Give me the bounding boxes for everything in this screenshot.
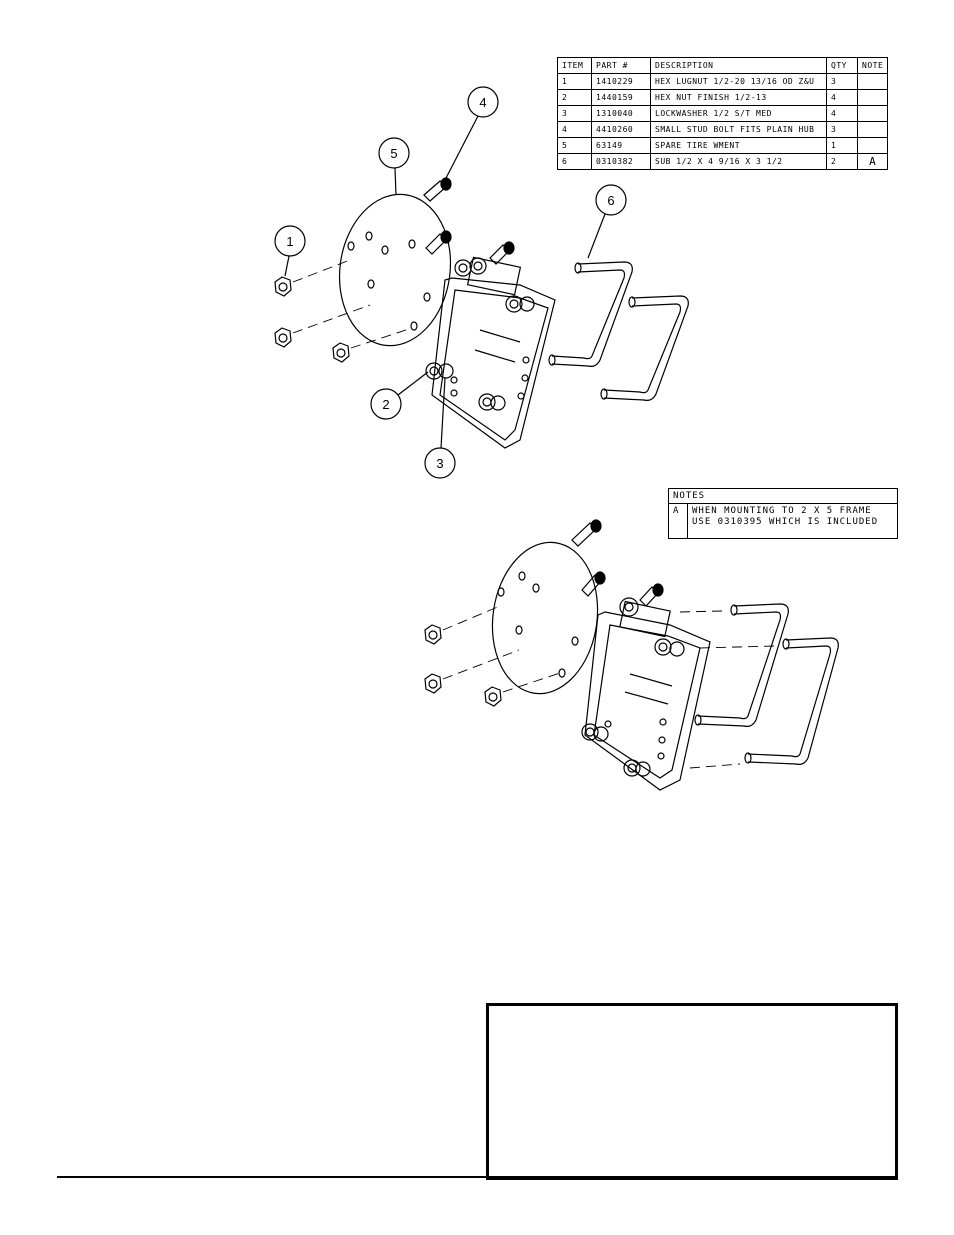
cell-part: 63149 [591, 137, 651, 154]
cell-note [856, 73, 889, 90]
top-assembly: 1 2 3 4 5 6 [274, 86, 689, 479]
header-note: NOTE [856, 57, 889, 74]
cell-description: HEX LUGNUT 1/2-20 13/16 OD Z&U [650, 73, 827, 90]
callout-4: 4 [444, 86, 499, 181]
plate-hole [367, 279, 375, 289]
header-part: PART # [591, 57, 651, 74]
callout-6: 6 [587, 184, 627, 259]
lugnut [274, 276, 292, 297]
cell-part: 0310382 [591, 153, 651, 170]
svg-text:6: 6 [607, 193, 614, 208]
cell-qty: 4 [826, 105, 858, 122]
table-row: 3 1310040 LOCKWASHER 1/2 S/T MED 4 [557, 105, 889, 122]
mounting-bracket [425, 256, 556, 449]
header-item: ITEM [557, 57, 592, 74]
cell-item: 1 [557, 73, 592, 90]
cell-part: 1440159 [591, 89, 651, 106]
notes-header: NOTES [668, 488, 898, 504]
cell-description: SPARE TIRE WMENT [650, 137, 827, 154]
cell-note [856, 121, 889, 138]
spare-tire-plate [491, 541, 599, 695]
note-key: A [668, 503, 688, 539]
u-bolt [744, 637, 839, 765]
lugnut [274, 327, 292, 348]
cell-qty: 1 [826, 137, 858, 154]
plate-hole [365, 231, 373, 241]
title-block [486, 1003, 898, 1180]
callout-1: 1 [274, 225, 306, 277]
cell-item: 2 [557, 89, 592, 106]
u-bolt [548, 261, 633, 367]
u-bolt [694, 603, 789, 727]
stud-bolt [425, 230, 452, 255]
header-qty: QTY [826, 57, 858, 74]
table-row: 6 0310382 SUB 1/2 X 4 9/16 X 3 1/2 2 A [557, 153, 889, 170]
cell-note [856, 105, 889, 122]
plate-hole [347, 241, 355, 251]
table-row: 5 63149 SPARE TIRE WMENT 1 [557, 137, 889, 154]
plate-hole [558, 668, 566, 678]
plate-hole [515, 625, 523, 635]
mounting-bracket [581, 597, 711, 791]
cell-qty: 2 [826, 153, 858, 170]
cell-note [856, 89, 889, 106]
stud-bolt [423, 177, 452, 202]
table-row: 4 4410260 SMALL STUD BOLT FITS PLAIN HUB… [557, 121, 889, 138]
header-description: DESCRIPTION [650, 57, 827, 74]
plate-hole [571, 636, 579, 646]
svg-text:1: 1 [286, 234, 293, 249]
notes-table: NOTES A WHEN MOUNTING TO 2 X 5 FRAME USE… [668, 488, 898, 539]
callout-2: 2 [370, 371, 429, 420]
lugnut [484, 686, 502, 707]
svg-text:4: 4 [479, 95, 486, 110]
cell-description: LOCKWASHER 1/2 S/T MED [650, 105, 827, 122]
cell-note [856, 137, 889, 154]
stud-bolt [581, 571, 606, 597]
note-text: WHEN MOUNTING TO 2 X 5 FRAME USE 0310395… [687, 503, 898, 539]
cell-item: 4 [557, 121, 592, 138]
plate-hole [408, 239, 416, 249]
stud-bolt [571, 519, 602, 547]
bottom-assembly [424, 519, 839, 791]
u-bolt [600, 295, 689, 401]
lugnut [332, 342, 350, 363]
cell-qty: 3 [826, 121, 858, 138]
plate-hole [381, 245, 389, 255]
svg-text:2: 2 [382, 397, 389, 412]
plate-hole [532, 583, 540, 593]
svg-text:5: 5 [390, 146, 397, 161]
stud-bolt [639, 583, 664, 607]
bottom-rule [57, 1176, 898, 1178]
cell-note: A [856, 153, 889, 170]
cell-description: SMALL STUD BOLT FITS PLAIN HUB [650, 121, 827, 138]
centerlines [442, 605, 775, 769]
table-row: 2 1440159 HEX NUT FINISH 1/2-13 4 [557, 89, 889, 106]
plate-hole [410, 321, 418, 331]
plate-hole [423, 292, 431, 302]
plate-hole [518, 571, 526, 581]
parts-table: ITEM PART # DESCRIPTION QTY NOTE 1 14102… [557, 57, 889, 170]
stud-bolt [489, 241, 515, 265]
cell-item: 5 [557, 137, 592, 154]
svg-text:3: 3 [436, 456, 443, 471]
cell-qty: 3 [826, 73, 858, 90]
cell-qty: 4 [826, 89, 858, 106]
lugnut [424, 673, 442, 694]
cell-part: 1410229 [591, 73, 651, 90]
centerlines [292, 259, 413, 349]
plate-hole [497, 587, 505, 597]
callout-5: 5 [378, 137, 410, 196]
cell-part: 1310040 [591, 105, 651, 122]
cell-item: 3 [557, 105, 592, 122]
table-row: 1 1410229 HEX LUGNUT 1/2-20 13/16 OD Z&U… [557, 73, 889, 90]
cell-part: 4410260 [591, 121, 651, 138]
cell-description: HEX NUT FINISH 1/2-13 [650, 89, 827, 106]
parts-table-header: ITEM PART # DESCRIPTION QTY NOTE [557, 57, 889, 74]
spare-tire-plate [338, 193, 452, 347]
cell-item: 6 [557, 153, 592, 170]
callout-3: 3 [424, 377, 456, 479]
cell-description: SUB 1/2 X 4 9/16 X 3 1/2 [650, 153, 827, 170]
lugnut [424, 624, 442, 645]
